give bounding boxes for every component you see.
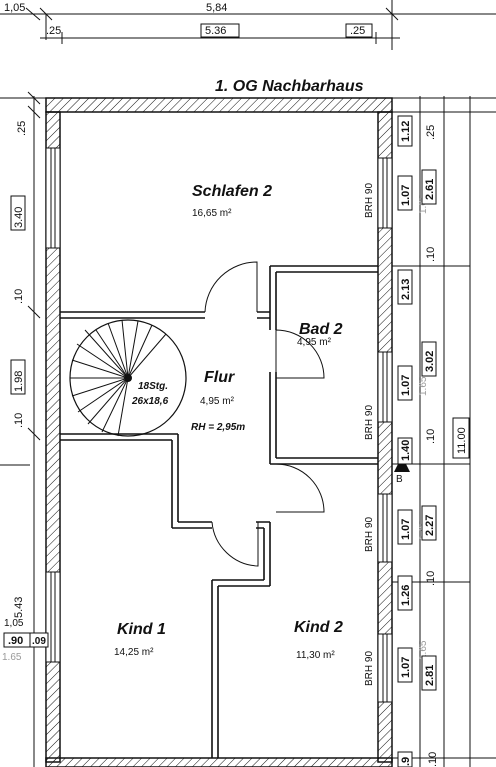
right-dim: .10 <box>425 429 437 444</box>
right-dim-boxed: 2.13 <box>400 279 412 300</box>
left-dim: .10 <box>13 289 25 304</box>
right-dim-boxed: 1.07 <box>400 519 412 540</box>
outer-walls <box>45 97 393 767</box>
right-dim: .10 <box>425 571 437 586</box>
left-dim: .10 <box>13 413 25 428</box>
right-dim-boxed: 1.07 <box>400 657 412 678</box>
brh-label: BRH 90 <box>364 651 375 686</box>
doors <box>204 261 325 567</box>
left-dim: .25 <box>16 121 28 136</box>
brh-label: BRH 90 <box>364 405 375 440</box>
right-dim-boxed: .9 <box>400 757 412 766</box>
right-dim: .10 <box>427 752 439 767</box>
right-dim: 1.65 <box>418 640 429 660</box>
room-name-kind2: Kind 2 <box>294 619 343 636</box>
windows <box>45 147 393 703</box>
stair-steps: 18Stg. <box>138 381 168 392</box>
right-dim: 1.65 <box>418 376 429 396</box>
right-dim-col2: 2.81 <box>424 665 436 686</box>
room-name-schlafen2: Schlafen 2 <box>192 183 272 200</box>
section-marker-label: B <box>396 474 403 485</box>
top-dimensions: 1,05 5,84 .25 5.36 .25 <box>0 0 496 50</box>
right-dim-col2: 2.61 <box>424 179 436 200</box>
left-dim-boxed: 1.98 <box>13 371 25 392</box>
right-dim-col2: 3.02 <box>424 351 436 372</box>
right-dim-col2: 2.27 <box>424 515 436 536</box>
room-labels: Schlafen 2 16,65 m² Bad 2 4,95 m² Flur 4… <box>114 183 343 661</box>
brh-labels: BRH 90 BRH 90 BRH 90 BRH 90 <box>364 183 375 686</box>
right-dimensions: 1.12 1.07 2.13 1.07 1.40 1.07 1.26 1.07 … <box>392 96 496 767</box>
right-dim-boxed: 1.40 <box>400 440 412 461</box>
top-dim-inner-right: .25 <box>350 25 365 37</box>
left-dim-boxed: 3.40 <box>13 207 25 228</box>
spiral-stair: 18Stg. 26x18,6 <box>69 319 187 437</box>
room-area-schlafen2: 16,65 m² <box>192 208 232 219</box>
left-dim: 5.43 <box>13 597 25 618</box>
left-dimensions: .25 3.40 .10 1.98 .10 5.43 1,05 .90 .09 … <box>0 91 49 767</box>
left-dim-boxed: .90 <box>8 635 23 647</box>
room-name-kind1: Kind 1 <box>117 621 166 638</box>
room-area-kind1: 14,25 m² <box>114 647 154 658</box>
top-dim-left: 1,05 <box>4 2 25 14</box>
stair-size: 26x18,6 <box>131 396 169 407</box>
right-dim-boxed: 1.07 <box>400 375 412 396</box>
brh-label: BRH 90 <box>364 517 375 552</box>
room-name-bad2: Bad 2 <box>299 321 343 338</box>
room-area-kind2: 11,30 m² <box>296 650 335 661</box>
right-dim-boxed: 1.26 <box>400 585 412 606</box>
right-dim: .25 <box>425 125 437 140</box>
left-dim: 1,05 <box>4 618 24 629</box>
left-dim-boxed: .09 <box>32 636 46 647</box>
top-dim-overall: 5,84 <box>206 2 227 14</box>
interior-walls <box>60 265 378 758</box>
brh-label: BRH 90 <box>364 183 375 218</box>
room-area-bad2: 4,95 m² <box>297 337 332 348</box>
top-dim-inner-left: .25 <box>46 25 61 37</box>
right-dim-overall: 11.00 <box>456 427 468 454</box>
top-dim-inner-mid: 5.36 <box>205 25 226 37</box>
left-dim: 1.65 <box>2 652 22 663</box>
room-height-flur: RH = 2,95m <box>191 422 245 433</box>
room-name-flur: Flur <box>204 369 235 386</box>
right-dim: .10 <box>425 247 437 262</box>
room-area-flur: 4,95 m² <box>200 396 235 407</box>
right-dim-boxed: 1.12 <box>400 121 412 142</box>
plan-title: 1. OG Nachbarhaus <box>215 78 364 95</box>
right-dim-boxed: 1.07 <box>400 185 412 206</box>
